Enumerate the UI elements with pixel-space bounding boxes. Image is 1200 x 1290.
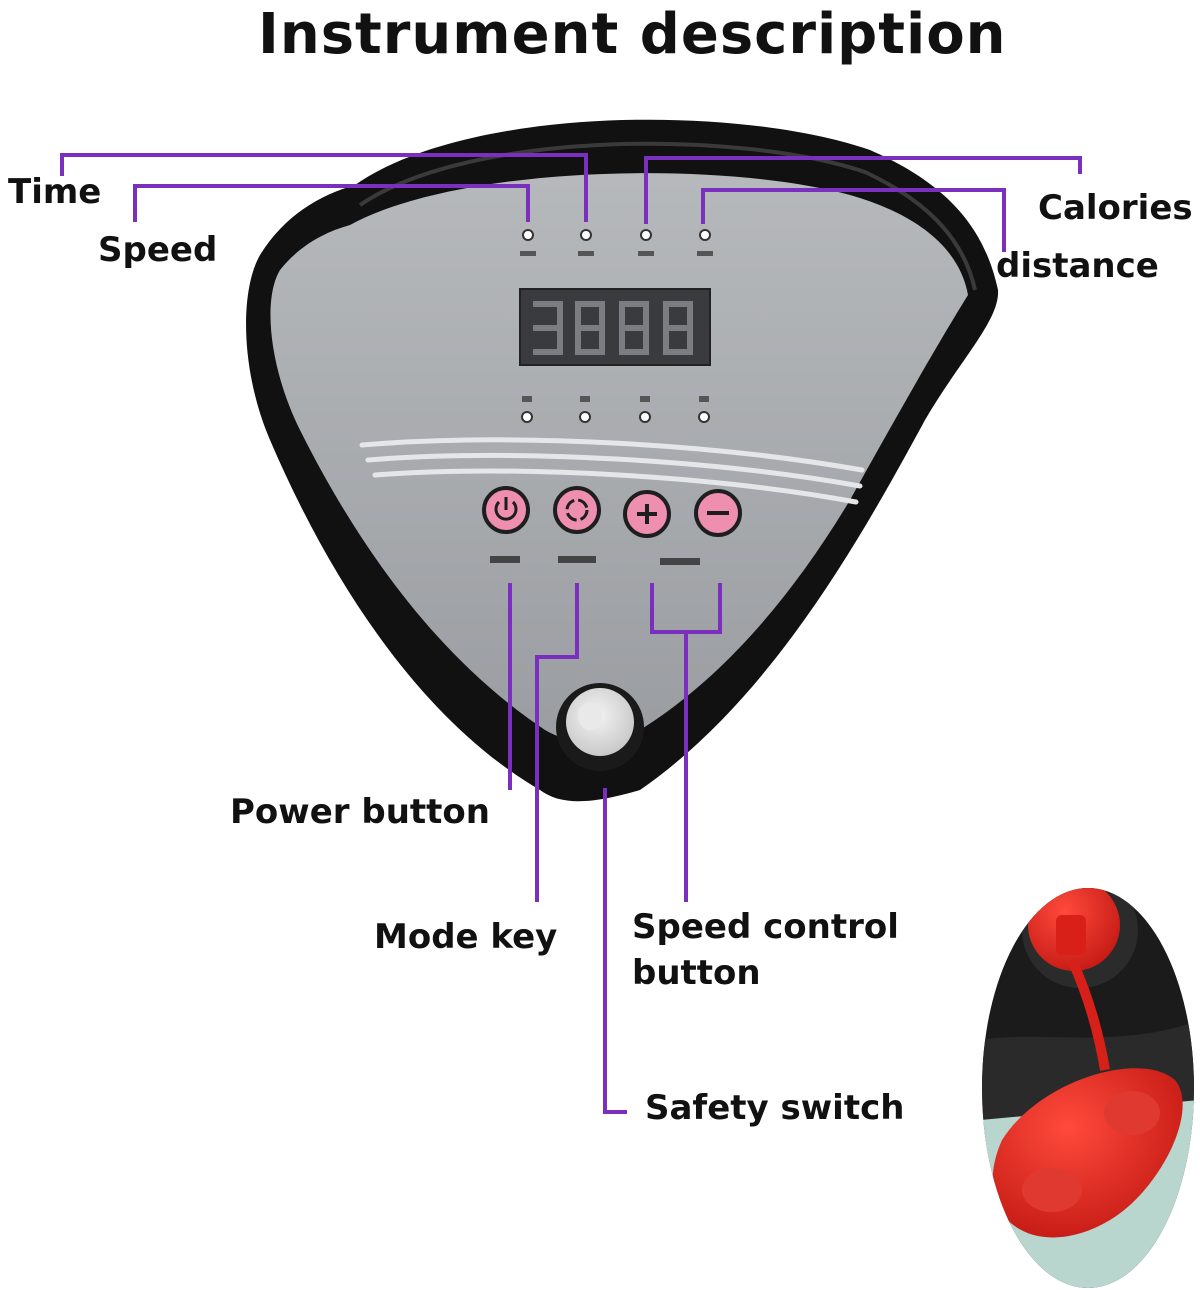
- indicator-light: [579, 411, 591, 423]
- indicator-light: [521, 411, 533, 423]
- leader-line-time: [60, 153, 588, 222]
- led-display: [519, 288, 711, 366]
- label-speed-control-button: Speed control button: [632, 907, 899, 993]
- indicator-lights-bottom: [521, 396, 710, 423]
- indicator-lights-top: [520, 229, 713, 256]
- minus-icon: [694, 489, 742, 537]
- label-power-button: Power button: [230, 792, 490, 832]
- leader-line-distance: [701, 188, 1006, 252]
- safety-knob: [556, 683, 644, 771]
- label-calories: Calories: [1038, 188, 1193, 228]
- power-button-icon: [482, 486, 530, 534]
- leader-line-mode: [535, 583, 579, 902]
- indicator-light: [639, 411, 651, 423]
- label-safety-switch: Safety switch: [645, 1088, 905, 1128]
- indicator-light: [698, 411, 710, 423]
- diagram-title: Instrument description: [258, 2, 1007, 67]
- leader-line-speed: [133, 184, 530, 222]
- leader-line-calories: [644, 156, 1082, 224]
- leader-lines: [60, 153, 1082, 1114]
- label-distance: distance: [996, 246, 1159, 286]
- indicator-light: [522, 229, 534, 241]
- button-marks: [490, 556, 700, 565]
- indicator-light: [580, 229, 592, 241]
- safety-key-inset: [982, 888, 1194, 1288]
- face-grooves: [359, 437, 865, 505]
- indicator-light: [640, 229, 652, 241]
- leader-line-safety: [603, 788, 627, 1114]
- label-time: Time: [8, 172, 102, 212]
- indicator-light: [699, 229, 711, 241]
- label-mode-key: Mode key: [374, 917, 558, 957]
- plus-icon: [623, 490, 671, 538]
- label-speed: Speed: [98, 230, 218, 270]
- console-bezel-highlight: [358, 141, 977, 291]
- console-panel: [246, 119, 999, 802]
- mode-cycle-icon: [553, 486, 601, 534]
